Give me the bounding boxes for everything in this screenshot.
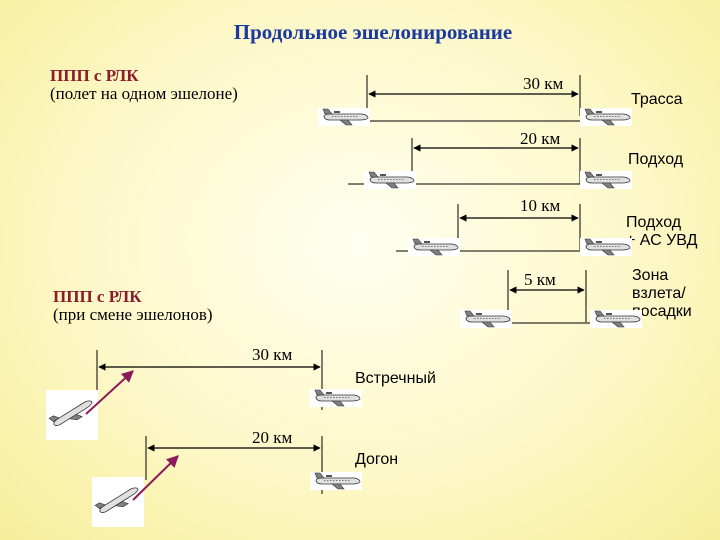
aircraft-icon [579,107,633,127]
zone-label-approach: Подход [628,151,684,168]
aircraft-icon [317,107,371,127]
zone-label-route: Трасса [631,91,683,108]
section-heading-level-change: ППП с РЛК [53,287,142,306]
distance-label-route: 30 км [523,74,564,93]
row-approach-atc [396,204,633,257]
climbing-aircraft-icon [45,389,99,441]
crossing-overtaking [91,436,363,528]
aircraft-icon [579,170,633,190]
aircraft-icon [363,170,417,190]
section-subtitle-same-level: (полет на одном эшелоне) [50,84,238,103]
aircraft-icon [309,471,363,491]
distance-label-oncoming: 30 км [252,345,293,364]
section-heading-same-level: ППП с РЛК [50,66,139,85]
aircraft-icon [309,388,363,408]
section-subtitle-level-change: (при смене эшелонов) [53,305,213,324]
distance-label-takeoff-landing: 5 км [524,270,556,289]
climb-arrow [85,370,134,415]
distance-label-approach: 20 км [520,129,561,148]
row-route [317,75,633,127]
row-approach [348,138,633,190]
row-takeoff-landing [459,270,643,329]
page-title: Продольное эшелонирование [233,20,513,44]
distance-label-overtaking: 20 км [252,428,293,447]
crossing-oncoming [45,350,363,441]
aircraft-icon [579,237,633,257]
climb-arrow [132,455,179,501]
distance-label-approach-atc: 10 км [520,196,561,215]
aircraft-icon [459,309,513,329]
zone-label-takeoff-landing: Зона взлета/ посадки [632,267,692,320]
crossing-label-overtaking: Догон [355,451,399,468]
aircraft-icon [407,237,461,257]
aircraft-icon [589,309,643,329]
climbing-aircraft-icon [91,476,145,528]
crossing-label-oncoming: Встречный [355,370,436,387]
